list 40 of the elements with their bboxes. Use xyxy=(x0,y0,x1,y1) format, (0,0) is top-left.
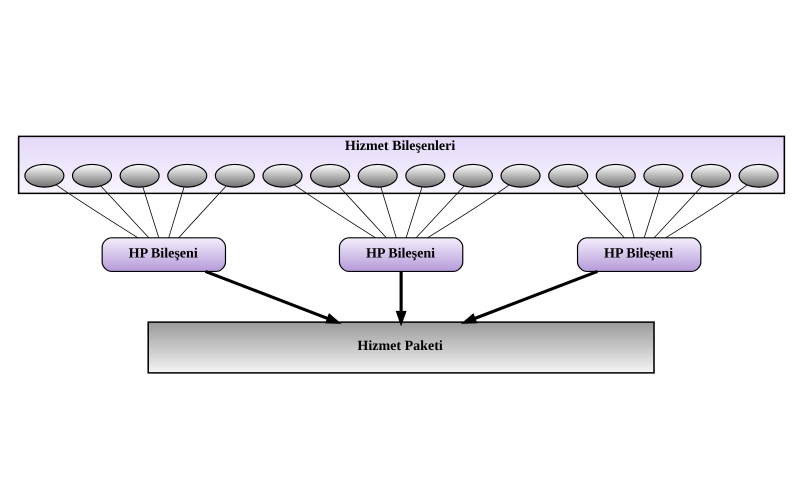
node-box: HP Bileşeni xyxy=(338,237,464,272)
node-ellipse xyxy=(548,164,588,188)
node-box: Hizmet Paketi xyxy=(147,321,655,374)
node-ellipse xyxy=(405,164,446,188)
cluster: Hizmet Bileşenleri xyxy=(18,136,786,194)
node-ellipse xyxy=(596,164,636,188)
node-ellipse xyxy=(24,164,64,188)
node-ellipse xyxy=(72,164,112,188)
connector xyxy=(142,186,160,238)
arrow xyxy=(460,270,598,324)
connector xyxy=(294,184,376,238)
node-ellipse xyxy=(310,164,350,188)
connector xyxy=(178,186,227,238)
arrow xyxy=(396,272,407,327)
node-ellipse xyxy=(358,164,398,188)
connector xyxy=(576,186,625,238)
connector xyxy=(644,186,660,238)
node-ellipse xyxy=(452,164,494,188)
node-ellipse xyxy=(500,164,541,188)
connector xyxy=(168,186,184,238)
connector xyxy=(427,184,510,238)
node-ellipse xyxy=(167,164,208,188)
node-box: HP Bileşeni xyxy=(576,237,702,272)
node-ellipse xyxy=(738,164,779,188)
node-ellipse xyxy=(262,164,303,188)
connector xyxy=(380,186,397,238)
connector xyxy=(416,186,464,238)
node-ellipse xyxy=(643,164,684,188)
node-ellipse xyxy=(214,164,255,188)
connector xyxy=(56,184,138,238)
connector xyxy=(665,184,748,238)
arrow xyxy=(204,270,342,324)
connector xyxy=(618,186,635,238)
node-box: HP Bileşeni xyxy=(102,237,226,272)
connector xyxy=(406,186,422,238)
connector xyxy=(100,186,150,238)
node-ellipse xyxy=(690,164,732,188)
node-ellipse xyxy=(120,164,160,188)
connector xyxy=(338,186,387,238)
connector xyxy=(654,186,703,238)
